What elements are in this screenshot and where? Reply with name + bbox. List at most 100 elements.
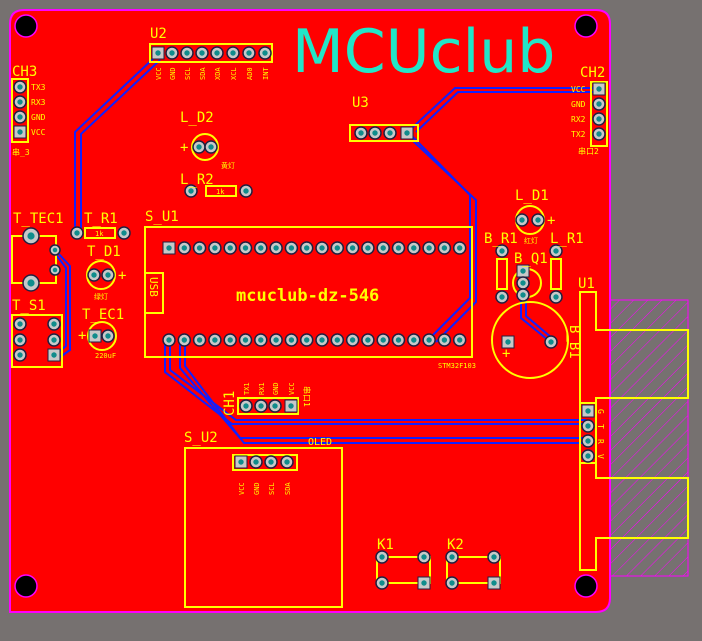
round-pad bbox=[544, 335, 558, 349]
l-d1-value: 红灯 bbox=[524, 236, 538, 245]
ch2-caption: 串口2 bbox=[578, 147, 599, 156]
round-pad bbox=[22, 274, 40, 292]
round-pad bbox=[592, 127, 606, 141]
ref-ch2: CH2 bbox=[580, 65, 605, 81]
t-d1-value: 绿灯 bbox=[94, 292, 108, 301]
oled-pin-label: GND bbox=[253, 482, 261, 495]
round-pad bbox=[49, 244, 61, 256]
ref-t-ec1: T_EC1 bbox=[82, 307, 124, 323]
round-pad bbox=[361, 333, 375, 347]
ref-b-r1: B_R1 bbox=[484, 231, 518, 247]
round-pad bbox=[208, 241, 222, 255]
round-pad bbox=[117, 226, 131, 240]
ch1-pin-label: RX1 bbox=[258, 382, 266, 395]
ref-u3: U3 bbox=[352, 95, 369, 111]
round-pad bbox=[345, 333, 360, 347]
ref-l-d2: L_D2 bbox=[180, 110, 214, 126]
square-pad bbox=[88, 329, 102, 343]
round-pad bbox=[180, 46, 194, 60]
round-pad bbox=[13, 95, 27, 109]
round-pad bbox=[208, 333, 222, 347]
round-pad bbox=[210, 46, 224, 60]
square-pad bbox=[592, 82, 606, 96]
ref-t-s1: T_S1 bbox=[12, 298, 46, 314]
round-pad bbox=[13, 333, 27, 347]
oled-pin-label: SDA bbox=[284, 482, 292, 495]
u2-pin-label: AD0 bbox=[246, 67, 254, 80]
round-pad bbox=[101, 329, 115, 343]
round-pad bbox=[581, 434, 595, 448]
u2-pin-label: XDA bbox=[214, 67, 222, 80]
round-pad bbox=[345, 241, 360, 255]
round-pad bbox=[47, 333, 61, 347]
round-pad bbox=[226, 46, 240, 60]
round-pad bbox=[391, 241, 406, 255]
ref-s-u1: S_U1 bbox=[145, 209, 179, 225]
round-pad bbox=[13, 317, 27, 331]
round-pad bbox=[47, 317, 61, 331]
l-d2-value: 黄灯 bbox=[221, 161, 235, 170]
s-u1-part: STM32F103 bbox=[438, 362, 476, 370]
round-pad bbox=[13, 80, 27, 94]
square-pad bbox=[162, 241, 176, 255]
round-pad bbox=[192, 241, 207, 255]
round-pad bbox=[177, 333, 192, 347]
mounting-hole bbox=[574, 574, 598, 598]
square-pad bbox=[400, 126, 414, 140]
round-pad bbox=[269, 333, 283, 347]
t-ec1-value: 220uF bbox=[95, 352, 116, 360]
round-pad bbox=[315, 241, 329, 255]
round-pad bbox=[592, 112, 606, 126]
ref-t-r1: T_R1 bbox=[84, 211, 118, 227]
ch2-pin: GND bbox=[571, 100, 586, 109]
round-pad bbox=[204, 140, 218, 154]
round-pad bbox=[162, 333, 176, 347]
u1-pin: V bbox=[596, 454, 605, 459]
u2-pin-label: INT bbox=[262, 67, 270, 80]
ref-t-d1: T_D1 bbox=[87, 244, 121, 260]
ch3-pin: GND bbox=[31, 113, 46, 122]
round-pad bbox=[417, 550, 431, 564]
round-pad bbox=[195, 46, 209, 60]
t-r1-value: 1k bbox=[95, 230, 104, 238]
ref-l-d1: L_D1 bbox=[515, 188, 549, 204]
ch2-pin: RX2 bbox=[571, 115, 586, 124]
keepout-area bbox=[609, 299, 689, 577]
ch2-pin: TX2 bbox=[571, 130, 586, 139]
round-pad bbox=[422, 333, 436, 347]
l-d2-polarity: + bbox=[180, 140, 188, 156]
round-pad bbox=[437, 333, 452, 347]
b-b1-polarity: + bbox=[502, 346, 510, 362]
ref-b-q1: B_Q1 bbox=[514, 251, 548, 267]
round-pad bbox=[254, 333, 268, 347]
mounting-hole bbox=[14, 14, 38, 38]
round-pad bbox=[13, 110, 27, 124]
round-pad bbox=[268, 399, 282, 413]
round-pad bbox=[549, 290, 563, 304]
board-label: mcuclub-dz-546 bbox=[236, 286, 379, 306]
round-pad bbox=[315, 333, 329, 347]
square-pad bbox=[501, 335, 515, 349]
ref-u2: U2 bbox=[150, 26, 167, 42]
round-pad bbox=[445, 550, 459, 564]
round-pad bbox=[284, 333, 299, 347]
round-pad bbox=[254, 399, 268, 413]
square-pad bbox=[234, 455, 248, 469]
round-pad bbox=[495, 290, 509, 304]
ch3-pin: TX3 bbox=[31, 83, 46, 92]
u2-pin-label: XCL bbox=[230, 67, 238, 80]
oled-title: OLED bbox=[308, 437, 332, 448]
round-pad bbox=[238, 241, 253, 255]
usb-label: USB bbox=[147, 277, 160, 297]
round-pad bbox=[581, 449, 595, 463]
round-pad bbox=[361, 241, 375, 255]
l-r2-value: 1k bbox=[216, 188, 225, 196]
round-pad bbox=[22, 227, 40, 245]
round-pad bbox=[592, 97, 606, 111]
round-pad bbox=[165, 46, 179, 60]
round-pad bbox=[516, 288, 530, 302]
round-pad bbox=[495, 244, 509, 258]
ref-s-u2: S_U2 bbox=[184, 430, 218, 446]
ch3-pin: VCC bbox=[31, 128, 46, 137]
